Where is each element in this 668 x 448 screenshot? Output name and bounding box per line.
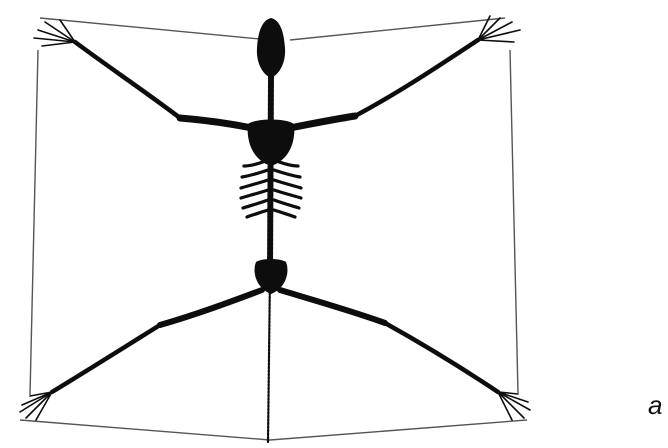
left-hand (34, 20, 75, 46)
left-humerus (180, 118, 252, 128)
left-femur (160, 290, 262, 325)
right-tibia (385, 323, 498, 392)
right-forearm (355, 40, 478, 116)
membrane-top-edge-right (290, 18, 505, 40)
membrane-bottom-edge (20, 420, 527, 440)
skull (257, 18, 285, 78)
panel-label: a (648, 392, 662, 418)
right-humerus (290, 116, 355, 128)
vertebral-column (270, 76, 271, 272)
membrane-left-edge (30, 50, 38, 395)
right-foot (498, 392, 530, 420)
left-forearm (75, 42, 180, 118)
membrane-right-edge (510, 50, 518, 393)
left-foot (20, 392, 52, 420)
tail (268, 272, 270, 442)
left-tibia (52, 325, 160, 392)
right-femur (280, 290, 385, 323)
membrane-top-edge-left (40, 18, 270, 40)
skeleton (20, 16, 530, 442)
